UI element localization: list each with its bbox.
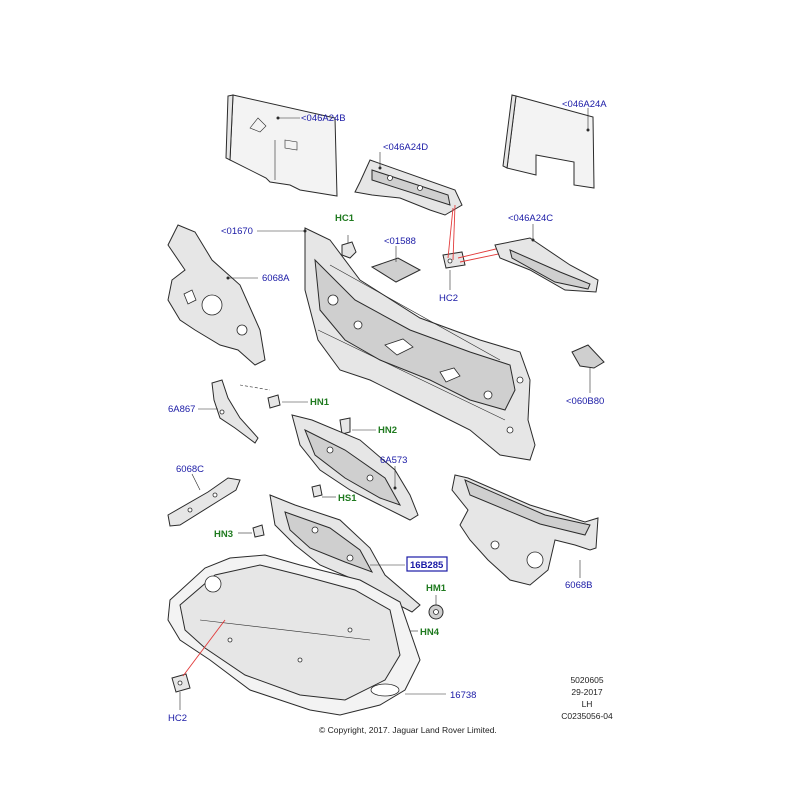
label-hc1: HC1 — [335, 213, 355, 224]
label-6068A: 6068A — [262, 273, 290, 284]
label-046A24C: <046A24C — [508, 213, 553, 224]
clip-hc1 — [341, 235, 357, 259]
panel-046A24B — [225, 94, 338, 197]
label-6068C: 6068C — [176, 464, 204, 475]
insulator-6068B — [451, 474, 599, 586]
bracket-6068C — [167, 477, 241, 527]
insulator-16B285 — [269, 494, 421, 613]
clip-hc2-bottom — [171, 673, 191, 693]
label-6A573: 6A573 — [380, 455, 407, 466]
undertray-16738 — [167, 554, 421, 716]
label-16738: 16738 — [450, 690, 476, 701]
label-6068B: 6068B — [565, 580, 592, 591]
bracket-6A867 — [211, 379, 259, 444]
label-046A24A: <046A24A — [562, 99, 607, 110]
pad-01588 — [370, 257, 422, 283]
label-16B285: 16B285 — [410, 560, 444, 571]
label-hn2: HN2 — [378, 425, 397, 436]
ref-line-1: 5020605 — [570, 675, 604, 685]
nut-hn2 — [339, 417, 351, 435]
nut-hn3 — [252, 524, 265, 538]
label-hs1: HS1 — [338, 493, 357, 504]
label-046A24D: <046A24D — [383, 142, 428, 153]
ref-line-2: 29-2017 — [571, 687, 603, 697]
label-060B80: <060B80 — [566, 396, 604, 407]
label-01588: <01588 — [384, 236, 416, 247]
ref-line-3: LH — [581, 699, 593, 709]
nut-hn1 — [267, 394, 281, 409]
label-hc2-top: HC2 — [439, 293, 458, 304]
label-hc2-bottom: HC2 — [168, 713, 187, 724]
nut-hm1 — [428, 604, 444, 620]
insulator-6A573 — [291, 414, 419, 521]
bracket-046A24C — [494, 237, 599, 293]
dash-panel-01670 — [304, 227, 536, 461]
label-hm1: HM1 — [426, 583, 447, 594]
label-hn4: HN4 — [420, 627, 440, 638]
label-hn1: HN1 — [310, 397, 330, 408]
label-046A24B: <046A24B — [301, 113, 346, 124]
grommet-060B80 — [571, 344, 605, 369]
bracket-046A24D — [354, 159, 463, 216]
panel-046A24A — [502, 94, 595, 189]
clip-hc2-top — [442, 251, 466, 269]
drawing-reference: 5020605 29-2017 LH C0235056-04 — [547, 674, 627, 722]
label-01670: <01670 — [221, 226, 253, 237]
screw-hs1 — [311, 484, 323, 498]
highlight-box-16B285 — [406, 556, 448, 572]
copyright-notice: © Copyright, 2017. Jaguar Land Rover Lim… — [319, 725, 497, 735]
insulator-6068A — [167, 224, 266, 366]
label-6A867: 6A867 — [168, 404, 195, 415]
label-hn3: HN3 — [214, 529, 233, 540]
ref-line-4: C0235056-04 — [561, 711, 613, 721]
